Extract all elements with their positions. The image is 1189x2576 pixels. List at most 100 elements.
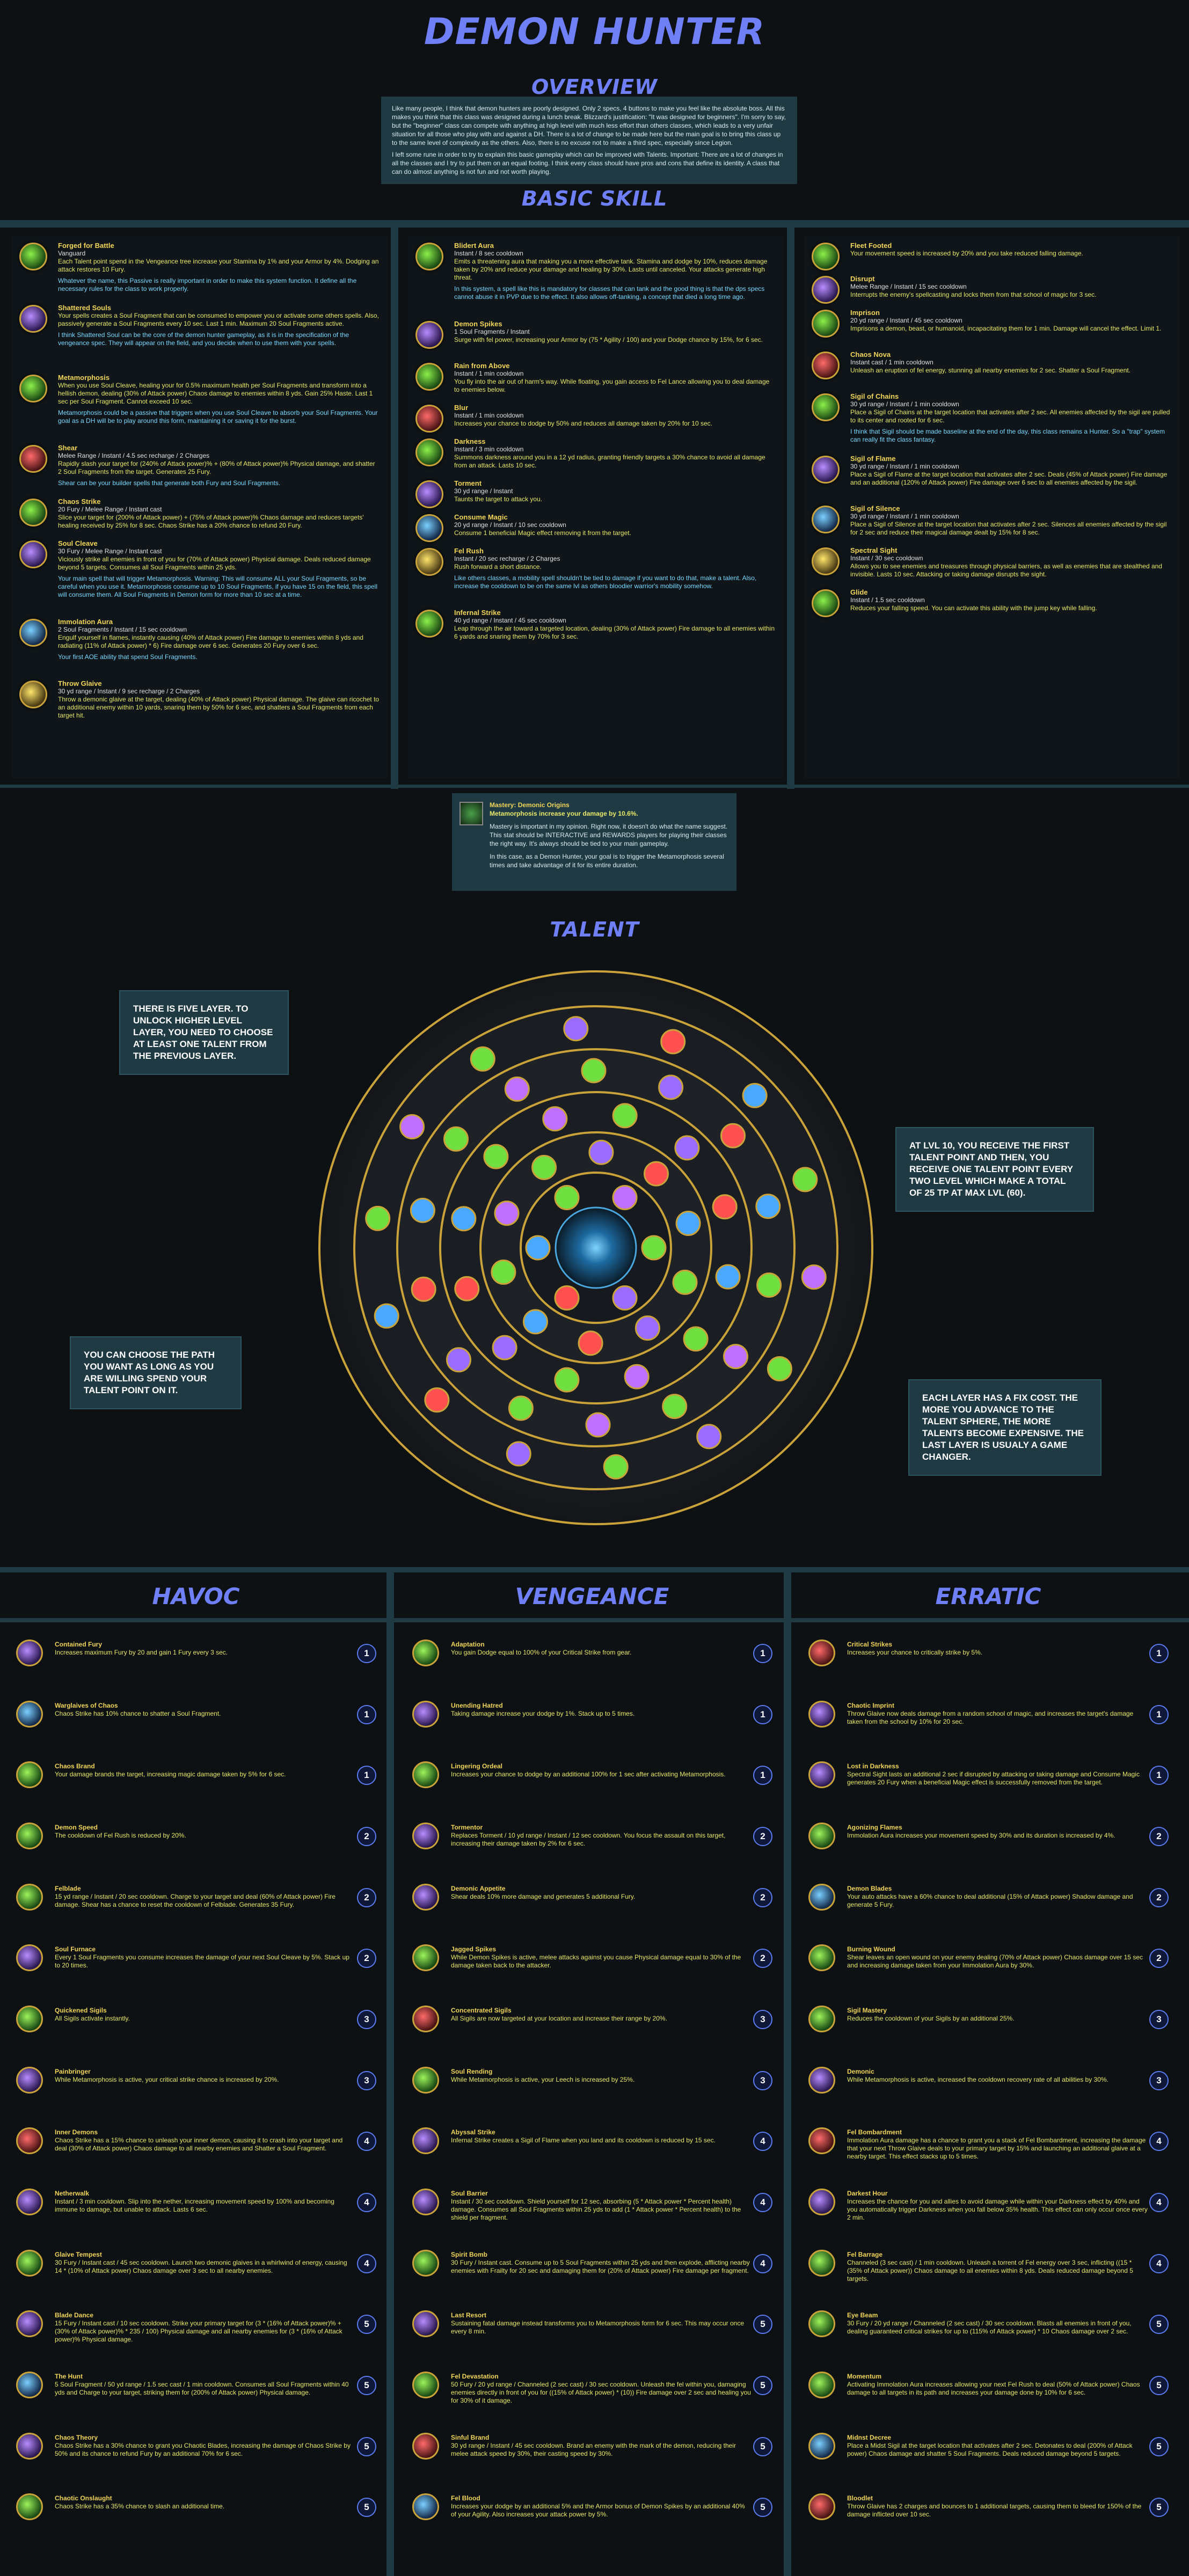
talent-node[interactable] [531, 1154, 557, 1180]
talent-node[interactable] [443, 1126, 469, 1152]
talent-node[interactable] [792, 1167, 818, 1192]
talent-node[interactable] [612, 1185, 638, 1210]
talent-node[interactable] [660, 1029, 686, 1055]
talent-node[interactable] [578, 1330, 603, 1356]
talent-node[interactable] [494, 1201, 520, 1226]
talent-node[interactable] [554, 1285, 580, 1311]
talent-node[interactable] [723, 1344, 748, 1370]
talent-node[interactable] [755, 1194, 781, 1219]
talent-node[interactable] [634, 1315, 660, 1341]
talent-node[interactable] [374, 1303, 399, 1329]
talent-node[interactable] [525, 1235, 551, 1261]
talent-node[interactable] [603, 1454, 629, 1480]
talent-node[interactable] [581, 1058, 607, 1084]
talent-node[interactable] [523, 1309, 548, 1335]
talent-node[interactable] [454, 1276, 480, 1301]
talent-node[interactable] [696, 1424, 722, 1450]
talent-node[interactable] [742, 1082, 768, 1108]
talent-node[interactable] [446, 1347, 471, 1373]
talent-node[interactable] [756, 1272, 782, 1298]
talent-node[interactable] [554, 1185, 580, 1210]
talent-node[interactable] [470, 1046, 495, 1072]
talent-node[interactable] [715, 1264, 741, 1290]
talent-node[interactable] [424, 1387, 450, 1413]
talent-node[interactable] [491, 1260, 516, 1285]
talent-node[interactable] [767, 1356, 792, 1381]
talent-node[interactable] [624, 1364, 650, 1389]
talent-node[interactable] [644, 1161, 669, 1187]
talent-node[interactable] [662, 1394, 688, 1419]
talent-node[interactable] [801, 1264, 827, 1290]
talent-node[interactable] [641, 1235, 667, 1261]
talent-node[interactable] [585, 1412, 611, 1438]
talent-node[interactable] [411, 1276, 436, 1302]
talent-node[interactable] [720, 1123, 746, 1148]
talent-node[interactable] [554, 1367, 580, 1393]
talent-node[interactable] [672, 1269, 698, 1295]
talent-node[interactable] [712, 1194, 738, 1220]
talent-node[interactable] [658, 1074, 684, 1100]
talent-node[interactable] [504, 1076, 530, 1102]
talent-node[interactable] [612, 1103, 638, 1129]
talent-node[interactable] [683, 1326, 709, 1352]
talent-node[interactable] [612, 1285, 638, 1311]
talent-node[interactable] [542, 1106, 568, 1132]
talent-node[interactable] [563, 1016, 589, 1042]
talent-node[interactable] [365, 1205, 391, 1231]
talent-node[interactable] [588, 1139, 614, 1165]
talent-node[interactable] [674, 1135, 700, 1161]
talent-node[interactable] [508, 1395, 534, 1421]
talent-node[interactable] [506, 1441, 531, 1467]
talent-node[interactable] [451, 1206, 477, 1232]
talent-node[interactable] [399, 1114, 425, 1139]
talent-node[interactable] [483, 1144, 509, 1169]
talent-node[interactable] [675, 1211, 701, 1236]
talent-node[interactable] [410, 1197, 435, 1223]
